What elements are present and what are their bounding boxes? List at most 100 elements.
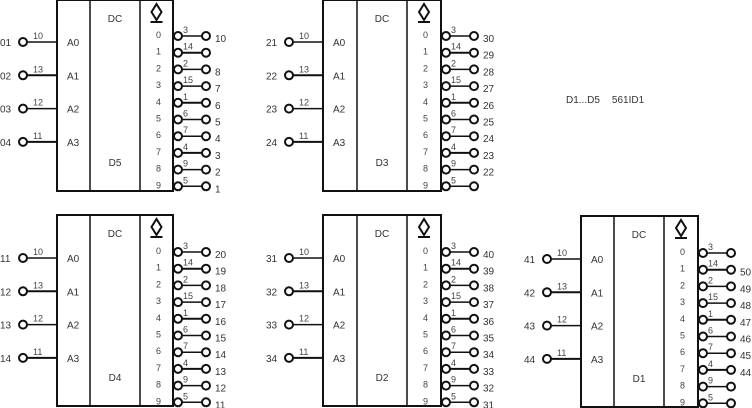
output-pin-terminal[interactable] <box>698 248 708 258</box>
output-terminal[interactable] <box>201 263 211 274</box>
output-pin-terminal[interactable] <box>441 47 451 58</box>
output-terminal[interactable] <box>201 330 211 341</box>
output-terminal[interactable] <box>469 397 479 408</box>
output-pin-terminal[interactable] <box>173 97 183 108</box>
output-terminal[interactable] <box>469 31 479 41</box>
output-pin-terminal[interactable] <box>441 347 451 358</box>
output-pin-terminal[interactable] <box>173 164 183 175</box>
output-pin-terminal[interactable] <box>441 247 451 257</box>
output-pin-terminal[interactable] <box>173 247 183 257</box>
output-pin-terminal[interactable] <box>173 347 183 358</box>
output-terminal[interactable] <box>201 247 211 257</box>
output-pin-terminal[interactable] <box>698 264 708 275</box>
input-terminal[interactable] <box>284 253 294 263</box>
output-terminal[interactable] <box>469 363 479 374</box>
output-terminal[interactable] <box>201 64 211 75</box>
output-pin-terminal[interactable] <box>173 313 183 324</box>
output-pin-terminal[interactable] <box>441 330 451 341</box>
input-terminal[interactable] <box>542 320 552 331</box>
input-terminal[interactable] <box>284 37 294 47</box>
output-terminal[interactable] <box>201 97 211 108</box>
input-terminal[interactable] <box>542 353 552 364</box>
output-terminal[interactable] <box>469 280 479 291</box>
output-pin-terminal[interactable] <box>441 164 451 175</box>
output-terminal[interactable] <box>469 147 479 158</box>
output-pin-terminal[interactable] <box>173 81 183 92</box>
output-pin-terminal[interactable] <box>173 330 183 341</box>
output-terminal[interactable] <box>726 281 736 292</box>
output-terminal[interactable] <box>469 330 479 341</box>
input-terminal[interactable] <box>284 70 294 81</box>
output-terminal[interactable] <box>201 363 211 374</box>
output-terminal[interactable] <box>469 64 479 75</box>
output-terminal[interactable] <box>726 348 736 359</box>
output-pin-terminal[interactable] <box>173 31 183 41</box>
output-terminal[interactable] <box>726 381 736 392</box>
output-terminal[interactable] <box>469 81 479 92</box>
input-terminal[interactable] <box>284 352 294 363</box>
input-terminal[interactable] <box>284 136 294 147</box>
output-terminal[interactable] <box>201 114 211 125</box>
output-terminal[interactable] <box>201 131 211 142</box>
output-terminal[interactable] <box>469 47 479 58</box>
output-pin-terminal[interactable] <box>698 398 708 408</box>
output-pin-terminal[interactable] <box>173 114 183 125</box>
output-terminal[interactable] <box>469 347 479 358</box>
output-pin-terminal[interactable] <box>698 281 708 292</box>
output-pin-terminal[interactable] <box>173 147 183 158</box>
output-pin-terminal[interactable] <box>698 364 708 375</box>
output-terminal[interactable] <box>201 47 211 58</box>
output-pin-terminal[interactable] <box>441 131 451 142</box>
output-pin-terminal[interactable] <box>698 381 708 392</box>
output-terminal[interactable] <box>201 147 211 158</box>
output-pin-terminal[interactable] <box>441 363 451 374</box>
output-terminal[interactable] <box>469 131 479 142</box>
output-pin-terminal[interactable] <box>441 263 451 274</box>
output-pin-terminal[interactable] <box>173 131 183 142</box>
output-pin-terminal[interactable] <box>441 297 451 308</box>
input-terminal[interactable] <box>18 136 28 147</box>
output-pin-terminal[interactable] <box>441 147 451 158</box>
output-terminal[interactable] <box>201 81 211 92</box>
output-pin-terminal[interactable] <box>173 380 183 391</box>
output-pin-terminal[interactable] <box>698 314 708 325</box>
input-terminal[interactable] <box>542 254 552 264</box>
output-terminal[interactable] <box>469 247 479 257</box>
output-terminal[interactable] <box>469 181 479 192</box>
input-terminal[interactable] <box>18 253 28 263</box>
output-terminal[interactable] <box>201 313 211 324</box>
input-terminal[interactable] <box>18 70 28 81</box>
input-terminal[interactable] <box>284 103 294 114</box>
output-terminal[interactable] <box>201 397 211 408</box>
output-terminal[interactable] <box>201 280 211 291</box>
output-pin-terminal[interactable] <box>173 397 183 408</box>
output-terminal[interactable] <box>469 164 479 175</box>
output-pin-terminal[interactable] <box>441 97 451 108</box>
output-pin-terminal[interactable] <box>173 181 183 192</box>
output-pin-terminal[interactable] <box>441 114 451 125</box>
output-terminal[interactable] <box>201 164 211 175</box>
output-pin-terminal[interactable] <box>698 298 708 309</box>
output-pin-terminal[interactable] <box>441 280 451 291</box>
input-terminal[interactable] <box>18 286 28 297</box>
output-terminal[interactable] <box>726 331 736 342</box>
output-terminal[interactable] <box>726 364 736 375</box>
input-terminal[interactable] <box>18 352 28 363</box>
output-pin-terminal[interactable] <box>441 380 451 391</box>
input-terminal[interactable] <box>284 319 294 330</box>
output-terminal[interactable] <box>469 297 479 308</box>
output-pin-terminal[interactable] <box>173 64 183 75</box>
output-pin-terminal[interactable] <box>441 313 451 324</box>
input-terminal[interactable] <box>18 37 28 47</box>
output-terminal[interactable] <box>726 298 736 309</box>
output-terminal[interactable] <box>726 314 736 325</box>
input-terminal[interactable] <box>18 103 28 114</box>
output-pin-terminal[interactable] <box>441 181 451 192</box>
output-pin-terminal[interactable] <box>173 280 183 291</box>
output-terminal[interactable] <box>201 31 211 41</box>
output-terminal[interactable] <box>726 264 736 275</box>
output-pin-terminal[interactable] <box>698 331 708 342</box>
input-terminal[interactable] <box>284 286 294 297</box>
output-pin-terminal[interactable] <box>173 263 183 274</box>
output-pin-terminal[interactable] <box>441 397 451 408</box>
